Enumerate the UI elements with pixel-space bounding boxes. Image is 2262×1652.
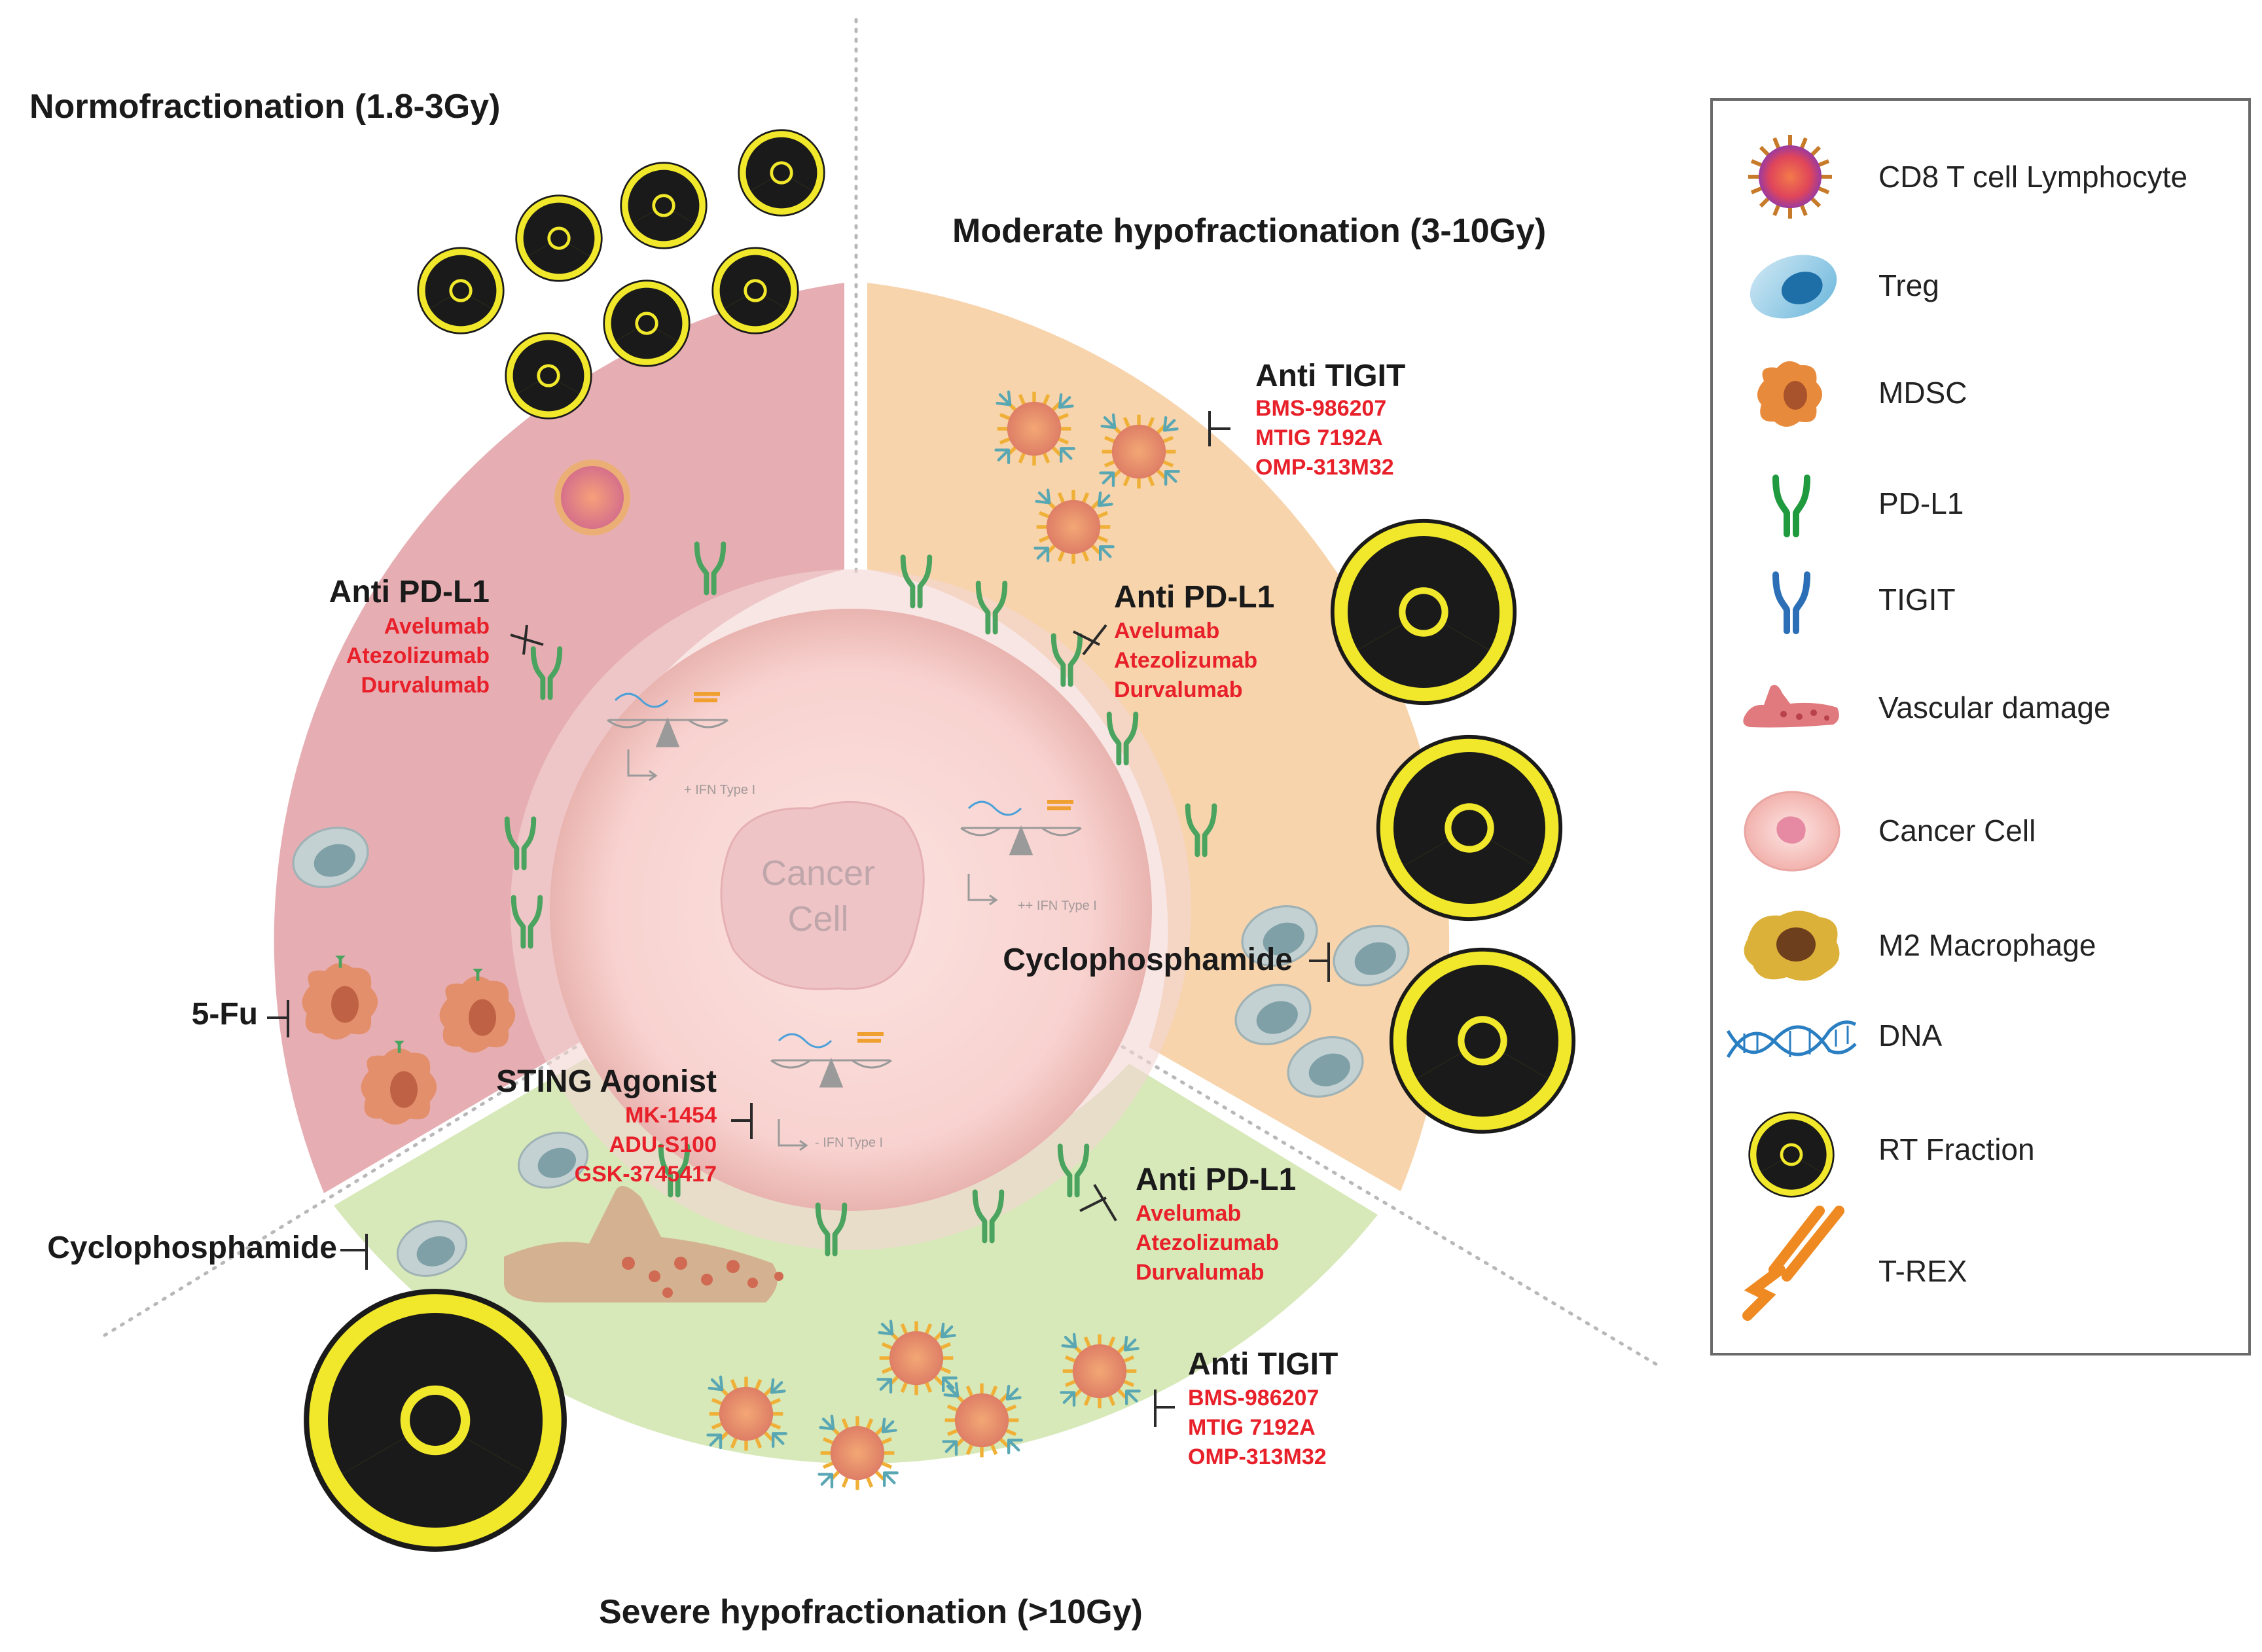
pd-l1-icon (1772, 475, 1810, 537)
cd8-t-cell-icon (554, 459, 630, 535)
drug-item: ADU-S100 (609, 1132, 717, 1157)
normo-cells (288, 459, 723, 1124)
drug-item: Atezolizumab (1136, 1230, 1279, 1255)
legend-label: RT Fraction (1878, 1132, 2035, 1166)
drug-item: MK-1454 (625, 1103, 717, 1128)
ifn-balance-moderate (960, 800, 1082, 906)
legend-label: T-REX (1878, 1254, 1967, 1288)
title-severe-hypofractionation: Severe hypofractionation (>10Gy) (599, 1593, 1143, 1631)
central-cancer-cell: Cancer Cell (511, 569, 1191, 1250)
legend-label: MDSC (1878, 376, 1967, 410)
drug-item: BMS-986207 (1188, 1386, 1319, 1410)
legend-label: PD-L1 (1878, 486, 1964, 520)
legend-label: TIGIT (1878, 583, 1956, 617)
drug-item: Durvalumab (1136, 1260, 1265, 1285)
ifn-balance-severe (770, 1032, 892, 1151)
ifn-label-moderate: ++ IFN Type I (1018, 899, 1097, 913)
drug-item: Durvalumab (361, 673, 490, 698)
sector-moderate-hypofractionation (867, 283, 1450, 1191)
cancer-cell-label-line1: Cancer (761, 853, 875, 893)
legend-label: M2 Macrophage (1878, 928, 2096, 962)
rt-fraction-icon (620, 162, 708, 250)
drug-item: BMS-986207 (1255, 396, 1386, 421)
t-rex-icon (1742, 1206, 1844, 1321)
drug-group-normo-anti-pd-l1: Anti PD-L1 Avelumab Atezolizumab Durvalu… (329, 575, 490, 698)
drug-head: Anti TIGIT (1255, 359, 1405, 393)
rt-fraction-icon (738, 129, 826, 217)
severe-cells (393, 1129, 1140, 1490)
drug-normo-5-fu: 5-Fu (192, 997, 258, 1032)
cancer-cell-label-line2: Cell (787, 899, 848, 939)
drug-head: Anti TIGIT (1188, 1347, 1338, 1382)
drug-group-severe-anti-tigit: Anti TIGIT BMS-986207 MTIG 7192A OMP-313… (1188, 1347, 1338, 1469)
ifn-balance-normo (607, 692, 728, 781)
ifn-label-normo: + IFN Type I (684, 783, 755, 797)
cd8-t-cell-icon (1748, 135, 1832, 219)
legend-label: CD8 T cell Lymphocyte (1878, 160, 2187, 194)
rt-fraction-icon (417, 247, 505, 335)
mdsc-icon (1757, 361, 1822, 427)
legend-label: DNA (1878, 1018, 1942, 1052)
drug-item: MTIG 7192A (1188, 1415, 1316, 1440)
drug-group-severe-sting-agonist: STING Agonist MK-1454 ADU-S100 GSK-37454… (496, 1064, 717, 1187)
title-normofractionation: Normofractionation (1.8-3Gy) (29, 88, 500, 126)
drug-item: MTIG 7192A (1255, 425, 1383, 450)
drug-item: Avelumab (1114, 619, 1219, 643)
drug-item: Avelumab (384, 614, 490, 639)
vascular-damage-icon (1743, 685, 1839, 728)
rt-fraction-icon (515, 194, 603, 283)
dna-icon (1726, 1020, 1857, 1058)
drug-item: GSK-3745417 (575, 1162, 717, 1187)
drug-head: Anti PD-L1 (1114, 580, 1274, 615)
drug-group-severe-anti-pd-l1: Anti PD-L1 Avelumab Atezolizumab Durvalu… (1136, 1162, 1296, 1285)
drug-item: OMP-313M32 (1188, 1445, 1327, 1469)
drug-head: STING Agonist (496, 1064, 717, 1099)
drug-item: Durvalumab (1114, 677, 1243, 702)
drug-item: OMP-313M32 (1255, 455, 1394, 480)
drug-head: Anti PD-L1 (329, 575, 490, 609)
drug-item: Atezolizumab (346, 643, 490, 668)
tigit-icon (1772, 571, 1810, 634)
legend-label: Vascular damage (1878, 691, 2111, 725)
drug-item: Avelumab (1136, 1201, 1241, 1226)
m2-macrophage-icon (1744, 910, 1840, 981)
drug-severe-cyclophosphamide: Cyclophosphamide (47, 1230, 337, 1265)
vascular-damage-icon (504, 1186, 783, 1302)
legend-box: CD8 T cell Lymphocyte Treg MDSC PD-L1 TI… (1710, 98, 2251, 1356)
drug-moderate-cyclophosphamide: Cyclophosphamide (1003, 943, 1293, 977)
title-moderate-hypofractionation: Moderate hypofractionation (3-10Gy) (952, 212, 1546, 250)
legend-label: Cancer Cell (1878, 814, 2036, 848)
drug-item: Atezolizumab (1114, 648, 1257, 673)
drug-head: Anti PD-L1 (1136, 1162, 1296, 1197)
inhibition-bars (267, 411, 1330, 1427)
ifn-label-severe: - IFN Type I (815, 1136, 883, 1150)
cancer-cell-icon (1744, 791, 1840, 872)
drug-group-moderate-anti-tigit: Anti TIGIT BMS-986207 MTIG 7192A OMP-313… (1255, 359, 1405, 480)
treg-icon (1750, 255, 1837, 319)
drug-group-moderate-anti-pd-l1: Anti PD-L1 Avelumab Atezolizumab Durvalu… (1114, 580, 1274, 702)
legend-label: Treg (1878, 268, 1939, 302)
